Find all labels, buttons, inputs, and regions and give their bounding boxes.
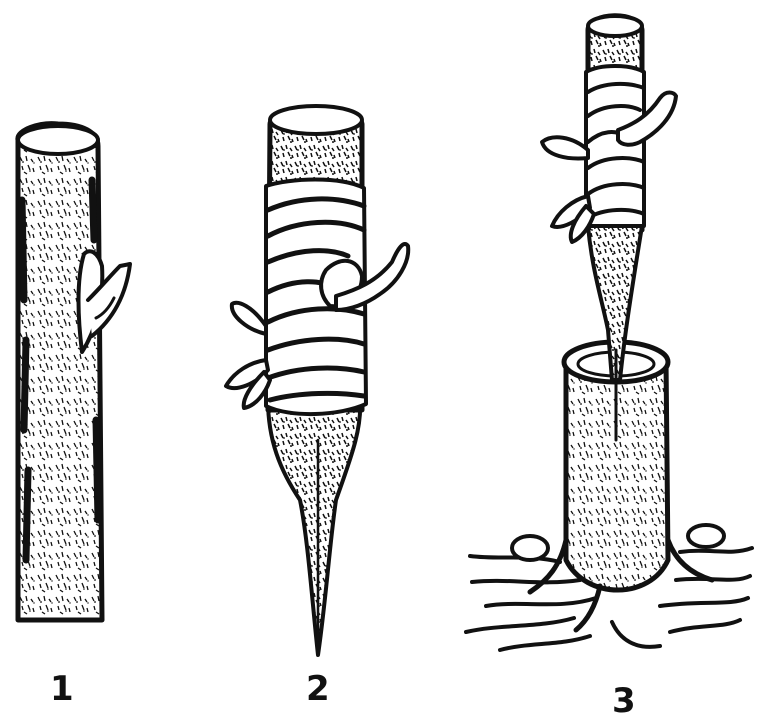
figure-label-1: 1	[50, 669, 74, 709]
scion-2-top-cut	[270, 106, 362, 134]
scion-2-tie-knot	[226, 303, 270, 408]
pebble-right	[688, 525, 724, 547]
pebble-left	[512, 536, 548, 560]
scion-3-wrap	[586, 66, 644, 232]
scion-2-taper	[268, 400, 360, 655]
stem-1-top-cut	[18, 126, 98, 154]
figure-label-2: 2	[306, 669, 330, 709]
figure-label-3: 3	[612, 681, 636, 721]
figure-1-stem	[18, 124, 130, 620]
scion-3-top-cut	[588, 16, 642, 36]
figure-3-graft	[466, 16, 752, 650]
figure-2-scion	[226, 106, 408, 655]
